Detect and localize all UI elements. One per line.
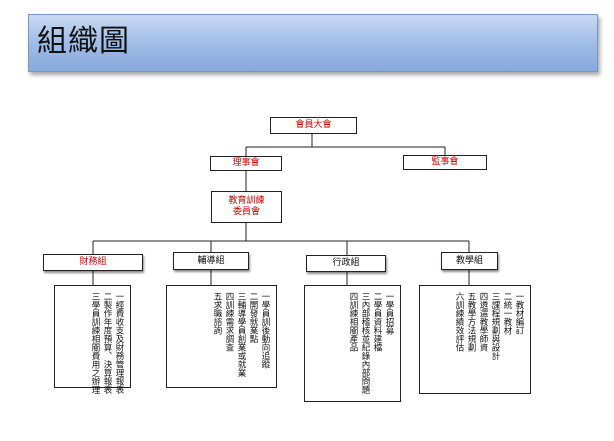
dept-header-label: 教學組 xyxy=(455,255,483,266)
node-committee-label-line1: 教育訓練 xyxy=(228,196,265,206)
duty-item: 三內部稽核並紀錄內部問題 xyxy=(360,292,370,394)
node-board-of-supervisors: 監事會 xyxy=(403,155,487,170)
dept-header-finance: 財務組 xyxy=(43,254,143,271)
title-banner: 組織圖 xyxy=(28,14,598,72)
duty-item: 五教學方法規劃 xyxy=(466,292,476,352)
duty-item: 一教材編訂 xyxy=(514,292,524,335)
duty-item: 一經費收支及財務管理報表 xyxy=(114,292,124,394)
node-board-of-directors-label: 理事會 xyxy=(232,158,260,168)
duty-item: 二統一教材 xyxy=(502,292,512,335)
node-committee-label-line2: 委員會 xyxy=(232,207,260,217)
duty-item: 二學員資料建檔 xyxy=(372,292,382,352)
duties-box-guidance: 一學員訓後動向追蹤 二開發就業點 三輔導學員創業或就業 四訓練需求調查 五求職諮… xyxy=(166,285,277,388)
node-education-committee: 教育訓練 委員會 xyxy=(211,191,282,223)
duty-item: 二製作年度預算、決算報表 xyxy=(102,292,112,394)
duties-box-administration: 一學員招募 二學員資料建檔 三內部稽核並紀錄內部問題 四訓練相關產品 xyxy=(304,285,401,402)
duty-item: 一學員訓後動向追蹤 xyxy=(260,292,270,369)
duties-box-teaching: 一教材編訂 二統一教材 三課程規劃與設計 四遴選教學師資 五教學方法規劃 六訓練… xyxy=(419,285,531,394)
node-board-of-supervisors-label: 監事會 xyxy=(431,157,459,167)
node-general-assembly-label: 會員大會 xyxy=(295,120,332,130)
dept-header-label: 財務組 xyxy=(79,257,107,267)
dept-header-label: 行政組 xyxy=(332,258,360,268)
dept-header-administration: 行政組 xyxy=(306,255,386,272)
duty-item: 二開發就業點 xyxy=(248,292,258,343)
duties-box-finance: 一經費收支及財務管理報表 二製作年度預算、決算報表 三學員訓練相關費用之辦理 xyxy=(54,285,131,394)
node-general-assembly: 會員大會 xyxy=(270,117,357,134)
duty-item: 三輔導學員創業或就業 xyxy=(236,292,246,377)
dept-header-label: 輔導組 xyxy=(197,255,225,266)
duty-item: 四訓練需求調查 xyxy=(224,292,234,352)
duty-item: 四訓練相關產品 xyxy=(348,292,358,352)
duty-item: 四遴選教學師資 xyxy=(478,292,488,352)
duty-item: 三課程規劃與設計 xyxy=(490,292,500,360)
duty-item: 五求職諮詢 xyxy=(212,292,222,335)
duty-item: 一學員招募 xyxy=(384,292,394,335)
duty-item: 六訓練績效評估 xyxy=(454,292,464,352)
node-board-of-directors: 理事會 xyxy=(210,156,282,171)
dept-header-guidance: 輔導組 xyxy=(173,252,249,270)
duty-item: 三學員訓練相關費用之辦理 xyxy=(90,292,100,394)
dept-header-teaching: 教學組 xyxy=(441,252,498,270)
page-title: 組織圖 xyxy=(37,24,130,59)
